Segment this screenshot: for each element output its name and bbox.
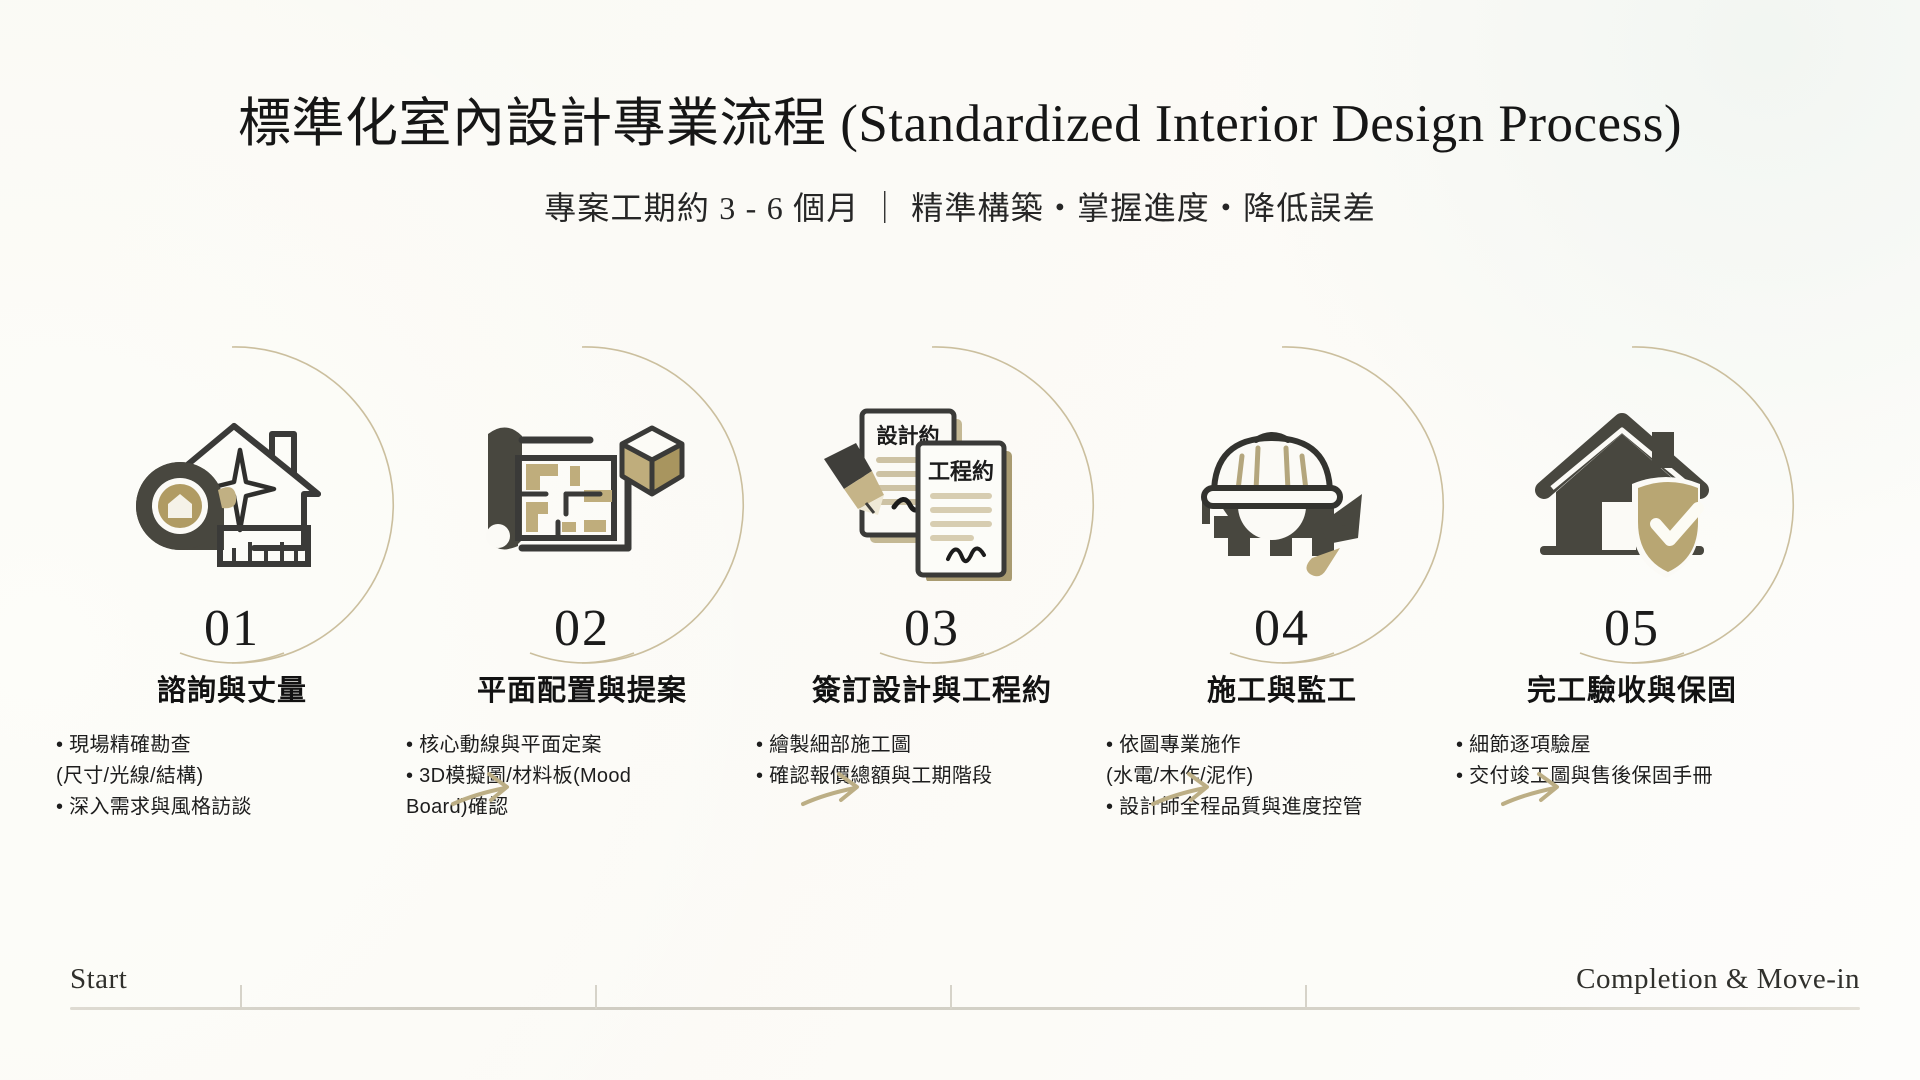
step-number-01: 01 xyxy=(204,600,260,657)
timeline-tick xyxy=(950,985,952,1009)
page-title: 標準化室內設計專業流程 (Standardized Interior Desig… xyxy=(238,95,1682,153)
contract-front-label: 工程約 xyxy=(928,459,994,484)
bullet-item: • 設計師全程品質與進度控管 xyxy=(1106,796,1363,818)
step-title-03: 簽訂設計與工程約 xyxy=(811,675,1052,707)
header: 標準化室內設計專業流程 (Standardized Interior Desig… xyxy=(0,0,1920,229)
connector-arrow-icon xyxy=(449,760,519,812)
bullet-item: • 深入需求與風格訪談 xyxy=(56,796,252,818)
step-bullets-01: • 現場精確勘查 (尺寸/光線/結構) • 深入需求與風格訪談 xyxy=(50,731,414,824)
process-step-04[interactable]: 04 施工與監工 • 依圖專業施作 (水電/木作/泥作) • 設計師全程品質與進… xyxy=(1100,335,1464,955)
page-subtitle: 專案工期約 3 - 6 個月 ｜ 精準構築・掌握進度・降低誤差 xyxy=(544,190,1376,227)
step-title-01: 諮詢與丈量 xyxy=(156,675,307,707)
connector-arrow-icon xyxy=(799,760,869,812)
step-bullets-03: • 繪製細部施工圖 • 確認報價總額與工期階段 xyxy=(750,731,1114,793)
bullet-item: • 依圖專業施作 xyxy=(1106,734,1241,756)
timeline-tick xyxy=(240,985,242,1009)
step-title-04: 施工與監工 xyxy=(1206,675,1357,707)
step-bullets-02: • 核心動線與平面定案 • 3D模擬圖/材料板(Mood Board)確認 xyxy=(400,731,764,824)
connector-arrow-icon xyxy=(1499,760,1569,812)
bullet-item: • 確認報價總額與工期階段 xyxy=(756,765,993,787)
step-ring-05 xyxy=(1462,335,1802,675)
process-step-05[interactable]: 05 完工驗收與保固 • 細節逐項驗屋 • 交付竣工圖與售後保固手冊 xyxy=(1450,335,1814,955)
step-ring-02 xyxy=(412,335,752,675)
step-ring-03 xyxy=(762,335,1102,675)
bullet-item: (水電/木作/泥作) xyxy=(1106,765,1254,787)
tape-measure-house-icon xyxy=(117,393,347,583)
step-number-03: 03 xyxy=(904,600,960,657)
step-bullets-04: • 依圖專業施作 (水電/木作/泥作) • 設計師全程品質與進度控管 xyxy=(1100,731,1464,824)
process-step-03[interactable]: 設計約 工程約 xyxy=(750,335,1114,955)
hardhat-gear-trowel-icon xyxy=(1167,393,1397,583)
step-number-02: 02 xyxy=(554,600,610,657)
timeline-tick xyxy=(1305,985,1307,1009)
timeline-end-label: Completion & Move-in xyxy=(1576,963,1860,995)
step-title-05: 完工驗收與保固 xyxy=(1526,675,1737,707)
timeline-line xyxy=(70,1007,1860,1010)
step-ring-01 xyxy=(62,335,402,675)
bullet-item: • 交付竣工圖與售後保固手冊 xyxy=(1456,765,1713,787)
bullet-item: • 繪製細部施工圖 xyxy=(756,734,912,756)
bullet-item: • 核心動線與平面定案 xyxy=(406,734,602,756)
step-number-05: 05 xyxy=(1604,600,1660,657)
step-bullets-05: • 細節逐項驗屋 • 交付竣工圖與售後保固手冊 xyxy=(1450,731,1814,793)
bullet-item: • 現場精確勘查 xyxy=(56,734,191,756)
house-shield-check-icon xyxy=(1517,393,1747,583)
bullet-item: • 細節逐項驗屋 xyxy=(1456,734,1591,756)
blueprint-floorplan-cube-icon xyxy=(467,393,697,583)
process-step-01[interactable]: 01 諮詢與丈量 • 現場精確勘查 (尺寸/光線/結構) • 深入需求與風格訪談 xyxy=(50,335,414,955)
step-number-04: 04 xyxy=(1254,600,1310,657)
timeline-start-label: Start xyxy=(70,963,128,995)
process-steps: 01 諮詢與丈量 • 現場精確勘查 (尺寸/光線/結構) • 深入需求與風格訪談 xyxy=(50,335,1870,955)
contract-signing-pen-icon: 設計約 工程約 xyxy=(817,393,1047,583)
timeline-tick xyxy=(595,985,597,1009)
bullet-item: Board)確認 xyxy=(406,796,509,818)
step-title-02: 平面配置與提案 xyxy=(476,675,687,707)
timeline: Start Completion & Move-in xyxy=(70,955,1860,1045)
process-step-02[interactable]: 02 平面配置與提案 • 核心動線與平面定案 • 3D模擬圖/材料板(Mood … xyxy=(400,335,764,955)
step-ring-04 xyxy=(1112,335,1452,675)
bullet-item: • 3D模擬圖/材料板(Mood xyxy=(406,765,632,787)
bullet-item: (尺寸/光線/結構) xyxy=(56,765,204,787)
connector-arrow-icon xyxy=(1149,760,1219,812)
